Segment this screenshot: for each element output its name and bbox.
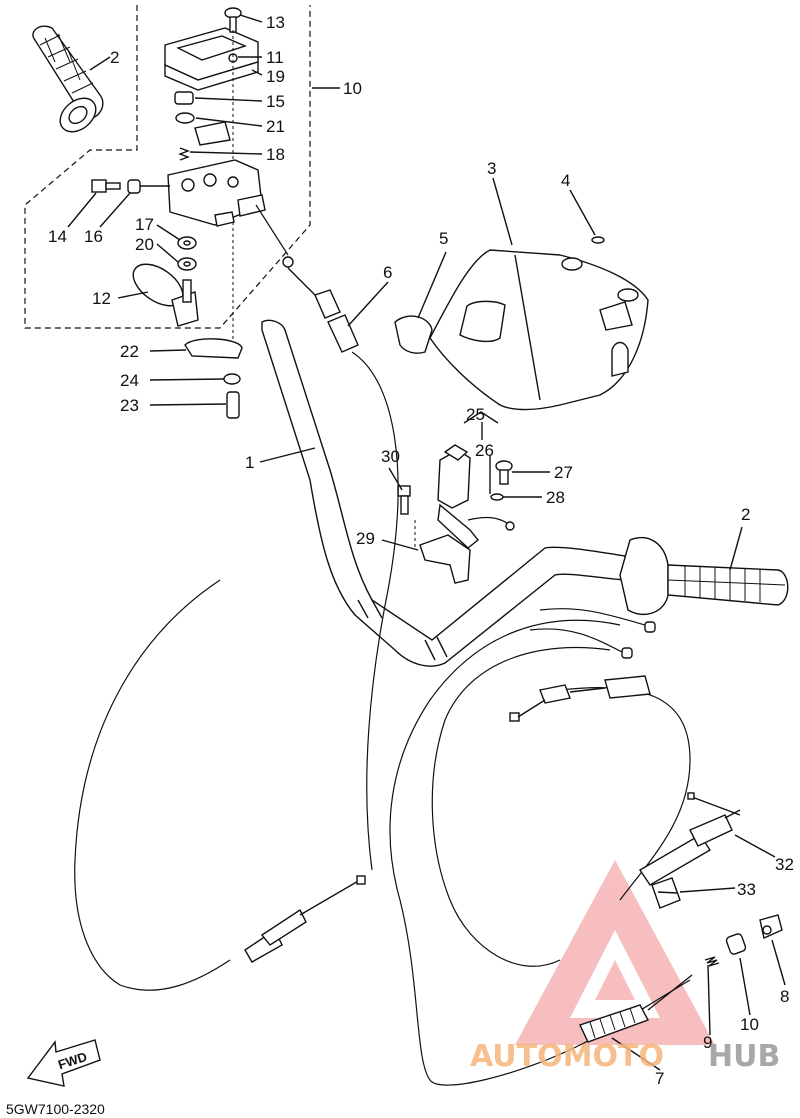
callout-28: 27: [554, 463, 573, 482]
fwd-arrow-icon: FWD: [26, 1039, 101, 1087]
screw-28: [495, 460, 513, 485]
callout-3: 3: [487, 159, 496, 178]
lens-5: [394, 315, 433, 354]
callout-12: 11: [266, 48, 284, 67]
adjuster-8: [759, 914, 783, 939]
callout-20: 19: [266, 67, 285, 86]
callout-5: 5: [439, 229, 448, 248]
screw-15: [91, 179, 121, 193]
callout-13: 12: [92, 289, 111, 308]
callout-31: 30: [381, 447, 400, 466]
watermark-part2: HUB: [708, 1039, 780, 1074]
callout-27: 26: [475, 441, 494, 460]
watermark-logo: [515, 860, 715, 1045]
callout-6: 6: [383, 263, 392, 282]
callout-30: 29: [356, 529, 375, 548]
cable-32: [509, 608, 741, 901]
callout-26: 25: [466, 405, 485, 424]
callout-21: 20: [135, 235, 154, 254]
nut-17: [127, 179, 170, 194]
right-grip: [619, 537, 789, 615]
assembly-outline-11: [24, 5, 311, 329]
callout-16: 15: [266, 92, 285, 111]
callout-23: 22: [120, 342, 139, 361]
switch-body: [167, 159, 266, 227]
callout-33: 33: [737, 880, 756, 899]
cable-long-7: [389, 619, 693, 1086]
callout-32: 32: [775, 855, 794, 874]
callout-24: 23: [120, 396, 139, 415]
handlebar-cover: [429, 249, 649, 411]
nut-16: [174, 91, 194, 105]
callout-9: 9: [703, 1033, 712, 1052]
callout-7: 7: [655, 1069, 664, 1088]
drawing-code: 5GW7100-2320: [6, 1101, 105, 1117]
cap-4: [591, 236, 605, 244]
callout-11: 10: [343, 79, 362, 98]
sleeve-10: [725, 933, 747, 955]
callout-4: 4: [561, 171, 570, 190]
washer-25: [223, 373, 241, 385]
throttle-cable-6: [255, 204, 399, 871]
washer-18: [177, 236, 197, 250]
clip-33: [651, 877, 681, 909]
switch-cover-12: [164, 27, 259, 91]
left-grip: [32, 25, 104, 133]
leader-lines: [67, 14, 786, 1071]
throttle-lever-13: [132, 263, 199, 327]
bracket-30: [419, 534, 471, 584]
callout-labels: 2 13 11 19 15 21 18 10 14 16 17 20 12 22…: [48, 13, 794, 1088]
watermark-part1: AUTOMOTO: [470, 1039, 664, 1074]
cable-left-lower: [74, 579, 366, 991]
clamp-23: [184, 338, 243, 359]
callout-29: 28: [546, 488, 565, 507]
washer-21: [177, 257, 197, 271]
callout-18: 17: [135, 215, 154, 234]
switch-assembly-26: [437, 444, 515, 549]
watermark-text: AUTOMOTO HUB: [470, 1039, 780, 1074]
callout-10: 10: [740, 1015, 759, 1034]
callout-19: 18: [266, 145, 285, 164]
callout-2a: 2: [110, 48, 119, 67]
callout-17: 16: [84, 227, 103, 246]
callout-25: 24: [120, 371, 139, 390]
bolt-24: [226, 391, 240, 419]
callout-15: 14: [48, 227, 67, 246]
washer-22: [175, 112, 231, 146]
spring-9: [704, 956, 720, 967]
callout-1: 1: [245, 453, 254, 472]
bolt-31: [397, 485, 411, 515]
spring-19: [178, 147, 190, 161]
callout-8: 8: [780, 987, 789, 1006]
callout-2b: 2: [741, 505, 750, 524]
callout-22: 21: [266, 117, 285, 136]
washer-29: [490, 493, 504, 501]
callout-14: 13: [266, 13, 285, 32]
